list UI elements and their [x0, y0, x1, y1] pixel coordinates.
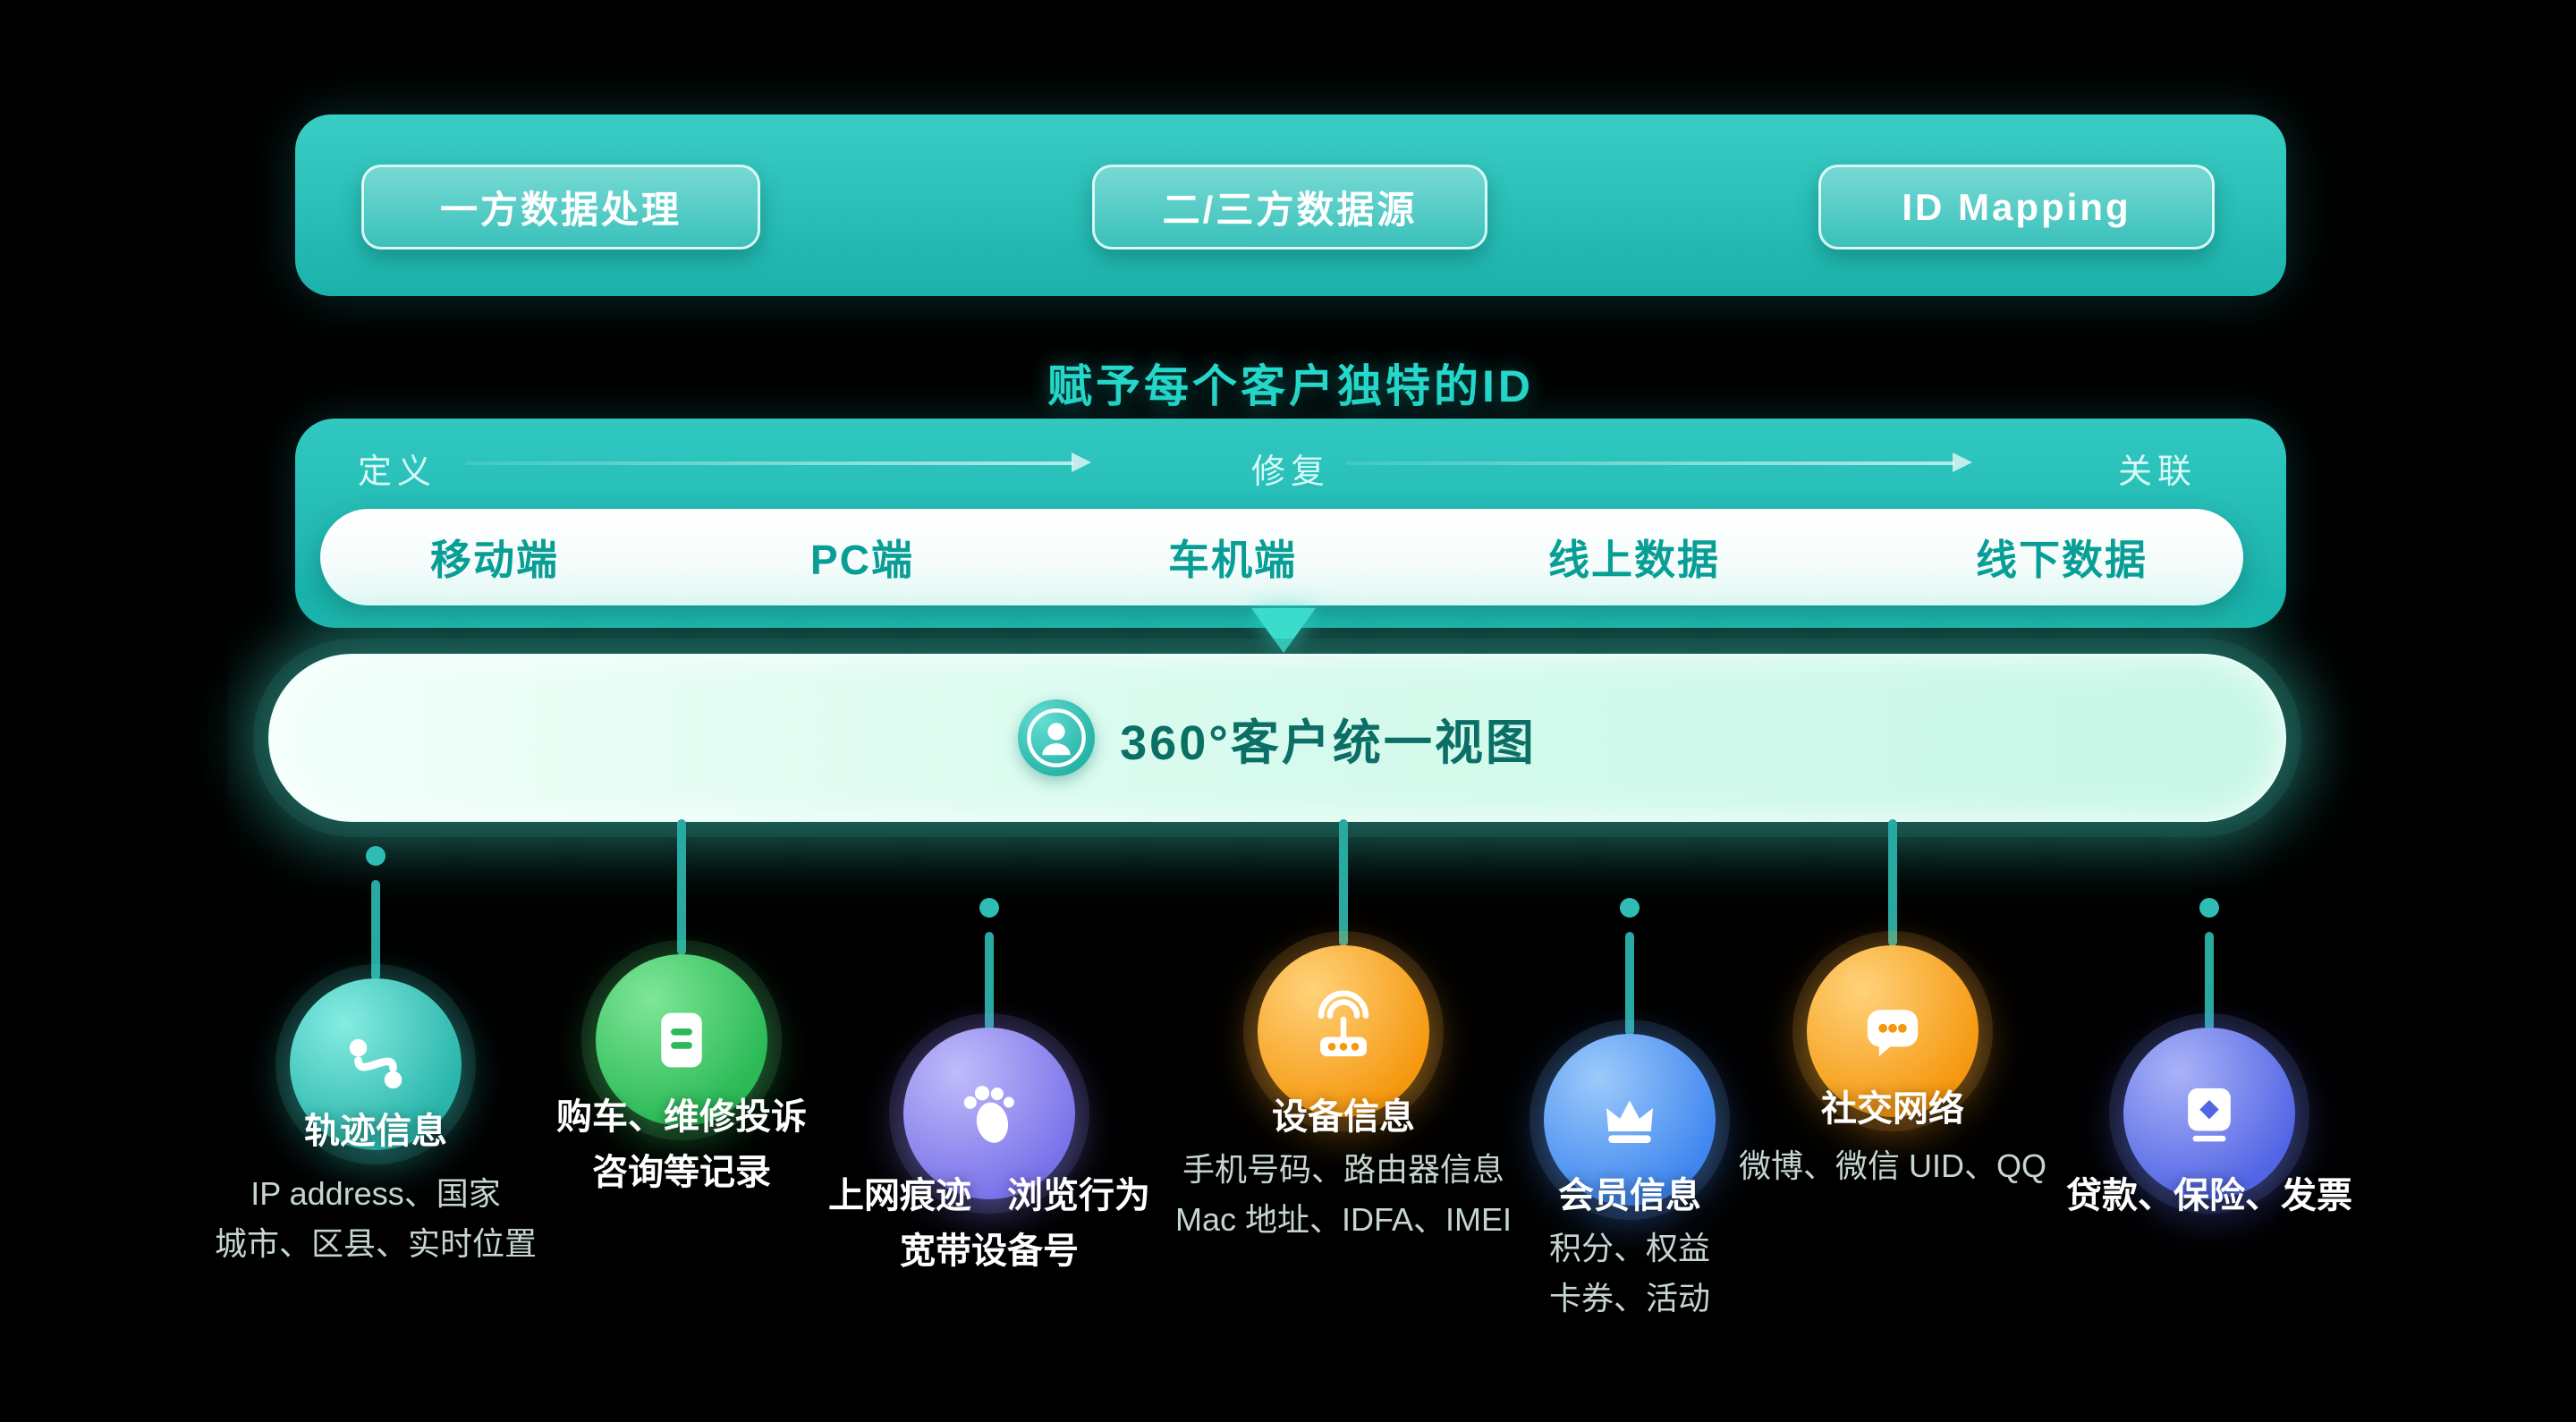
source-circle [2123, 1028, 2295, 1199]
flow-arrow-icon [465, 453, 1091, 472]
data-sources-bar: 一方数据处理 二/三方数据源 ID Mapping [295, 114, 2286, 296]
source-title: 轨迹信息 [125, 1104, 626, 1159]
source-circle [596, 954, 767, 1126]
unified-view-bar: 360°客户统一视图 [268, 654, 2286, 822]
channel-online-data: 线上数据 [1548, 537, 1720, 583]
source-desc-line: 手机号码、路由器信息 [1182, 1151, 1504, 1188]
source-title-line: 宽带设备号 [900, 1232, 1079, 1271]
id-mapping-button[interactable]: ID Mapping [1818, 165, 2215, 250]
source-desc: IP address、国家 城市、区县、实时位置 [125, 1169, 626, 1269]
source-desc-line: Mac 地址、IDFA、IMEI [1174, 1201, 1513, 1238]
source-title: 贷款、保险、发票 [1959, 1168, 2460, 1223]
person-icon [1027, 708, 1086, 767]
connector-dot [366, 846, 386, 866]
source-circle [290, 978, 462, 1150]
source-desc-line: 微博、微信 UID、QQ [1738, 1147, 2046, 1184]
source-title-line: 上网痕迹 浏览行为 [828, 1176, 1150, 1215]
source-title-line: 设备信息 [1272, 1097, 1415, 1137]
footprint-icon [963, 1086, 1014, 1143]
source-title: 社交网络 [1642, 1081, 2143, 1137]
source-desc-line: IP address、国家 [250, 1175, 501, 1212]
channel-mobile: 移动端 [430, 537, 559, 583]
source-title-line: 咨询等记录 [592, 1153, 771, 1192]
source-title: 购车、维修投诉 咨询等记录 [431, 1089, 932, 1200]
connector-line [1339, 819, 1348, 946]
source-title: 上网痕迹 浏览行为 宽带设备号 [739, 1168, 1240, 1279]
connector-line [371, 880, 380, 980]
connector-line [677, 819, 686, 955]
source-circle [1807, 945, 1979, 1117]
source-title-line: 轨迹信息 [304, 1112, 447, 1151]
connector-line [1625, 932, 1634, 1036]
stage-fix-label: 修复 [1250, 453, 1331, 491]
source-desc: 微博、微信 UID、QQ [1642, 1141, 2143, 1191]
source-title-line: 贷款、保险、发票 [2066, 1176, 2352, 1215]
channel-bar: 移动端 PC端 车机端 线上数据 线下数据 [320, 509, 2243, 605]
connector-line [985, 932, 994, 1030]
channel-offline-data: 线下数据 [1976, 537, 2148, 583]
document-icon [661, 1012, 702, 1068]
person-icon [1018, 699, 1096, 776]
source-title-line: 购车、维修投诉 [556, 1097, 807, 1137]
source-desc: 积分、权益 卡券、活动 [1379, 1223, 1880, 1324]
unified-view-label: 360°客户统一视图 [1120, 715, 1537, 770]
source-title: 设备信息 [1093, 1089, 1594, 1145]
second-third-party-data-button[interactable]: 二/三方数据源 [1092, 165, 1487, 250]
connector-dot [2199, 898, 2219, 918]
source-desc-line: 城市、区县、实时位置 [214, 1225, 537, 1262]
id-process-band: 定义 修复 关联 移动端 PC端 车机端 线上数据 线下数据 [295, 419, 2286, 628]
crown-icon [1606, 1100, 1653, 1143]
source-title: 会员信息 [1379, 1168, 1880, 1223]
source-desc-line: 积分、权益 [1548, 1230, 1710, 1266]
source-title-line: 会员信息 [1558, 1176, 1701, 1215]
chat-icon [1867, 1010, 1919, 1057]
flow-arrow-icon [1346, 453, 1972, 472]
route-icon [349, 1038, 402, 1089]
channel-car: 车机端 [1168, 537, 1297, 583]
connector-dot [979, 898, 999, 918]
stage-define-label: 定义 [358, 453, 437, 491]
stage-link-label: 关联 [2117, 453, 2197, 491]
down-arrow-icon [1251, 608, 1316, 653]
source-desc: 手机号码、路由器信息 Mac 地址、IDFA、IMEI [1093, 1145, 1594, 1245]
first-party-data-button[interactable]: 一方数据处理 [361, 165, 760, 250]
source-desc-line: 卡券、活动 [1548, 1280, 1710, 1316]
source-circle [1258, 945, 1429, 1117]
connector-dot [1620, 898, 1640, 918]
source-title-line: 社交网络 [1821, 1089, 1964, 1129]
unique-id-caption: 赋予每个客户独特的ID [1047, 361, 1534, 411]
invoice-icon [2188, 1088, 2231, 1142]
connector-line [2205, 932, 2214, 1030]
source-circle [1544, 1034, 1716, 1206]
source-circle [903, 1028, 1075, 1199]
router-icon [1318, 990, 1369, 1057]
channel-pc: PC端 [810, 537, 914, 583]
connector-line [1888, 819, 1897, 946]
